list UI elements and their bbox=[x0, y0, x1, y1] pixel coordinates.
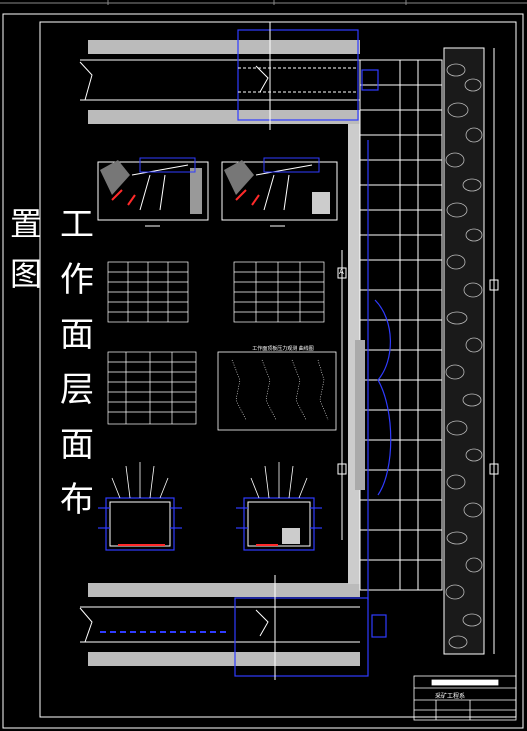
pressure-chart bbox=[217, 351, 337, 431]
title-char: 层 bbox=[60, 370, 94, 410]
title-char: 置 bbox=[9, 205, 42, 243]
working-face bbox=[348, 59, 443, 638]
gob-area bbox=[443, 47, 485, 655]
support-section-left bbox=[97, 157, 209, 227]
data-table-3 bbox=[107, 351, 197, 425]
title-char: 工 bbox=[60, 205, 94, 245]
title-char: 图 bbox=[9, 255, 42, 293]
title-block-label: 采矿工程系 bbox=[434, 693, 465, 700]
support-plan-right bbox=[236, 462, 322, 551]
chart-caption: 工作面顶板压力观测 曲线图 bbox=[252, 346, 314, 352]
data-table-1 bbox=[107, 261, 189, 323]
support-section-right bbox=[221, 157, 338, 227]
support-plan-left bbox=[98, 462, 182, 551]
drawing-frame bbox=[2, 13, 524, 729]
title-block bbox=[413, 675, 517, 721]
title-char: 作 bbox=[60, 260, 94, 300]
title-char: 布 bbox=[60, 480, 94, 520]
data-table-2 bbox=[233, 261, 325, 323]
title-char: 面 bbox=[60, 425, 94, 465]
section-mark-label: A bbox=[339, 268, 344, 276]
drawing-title-inner: 工 作 面 层 面 布 bbox=[55, 208, 99, 538]
drawing-title-outer: 置 图 bbox=[8, 208, 44, 308]
top-ruler bbox=[0, 0, 527, 5]
lower-roadway bbox=[79, 575, 369, 680]
upper-roadway bbox=[79, 22, 360, 130]
title-char: 面 bbox=[60, 315, 94, 355]
section-markers bbox=[337, 48, 499, 654]
drawing-inner-frame bbox=[39, 21, 517, 718]
